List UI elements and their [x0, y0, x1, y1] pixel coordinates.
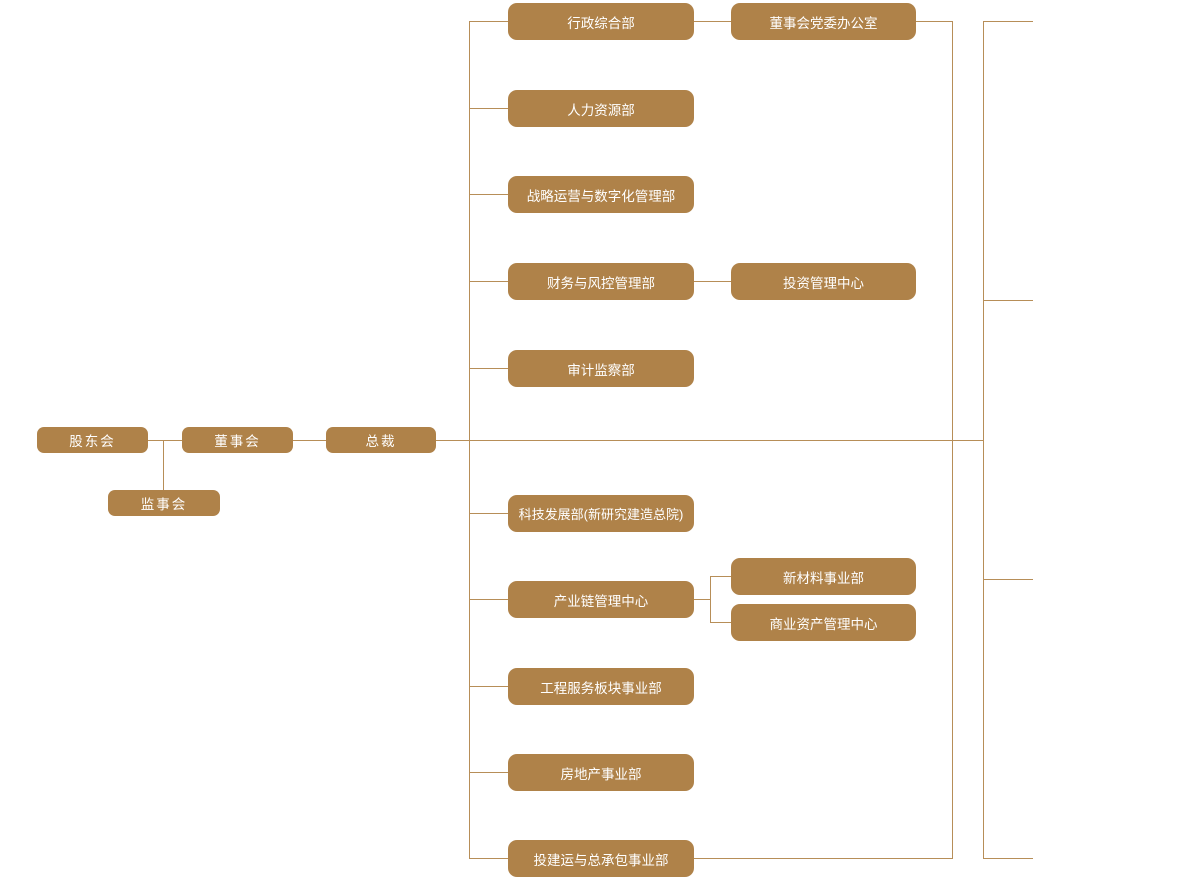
node-industry-chain-center[interactable]: 产业链管理中心	[508, 581, 694, 618]
connector-line	[710, 622, 731, 623]
connector-line	[469, 194, 508, 195]
connector-line	[469, 368, 508, 369]
connector-line	[694, 21, 731, 22]
node-shareholders[interactable]: 股东会	[37, 427, 148, 453]
connector-line	[694, 858, 952, 859]
connector-line	[469, 108, 508, 109]
node-human-resources[interactable]: 人力资源部	[508, 90, 694, 127]
connector-line	[469, 686, 508, 687]
connector-stub-cutoff	[983, 579, 1033, 580]
connector-spine	[469, 21, 470, 859]
connector-line	[469, 599, 508, 600]
node-tech-development[interactable]: 科技发展部(新研究建造总院)	[508, 495, 694, 532]
connector-line	[148, 440, 182, 441]
node-board-party-office[interactable]: 董事会党委办公室	[731, 3, 916, 40]
node-supervisory-board[interactable]: 监事会	[108, 490, 220, 516]
connector-line	[710, 576, 731, 577]
connector-stub-cutoff	[983, 21, 1033, 22]
connector-bus-right	[983, 21, 984, 859]
node-audit-supervision[interactable]: 审计监察部	[508, 350, 694, 387]
node-admin-general[interactable]: 行政综合部	[508, 3, 694, 40]
connector-line	[436, 440, 983, 441]
node-invest-build-epc[interactable]: 投建运与总承包事业部	[508, 840, 694, 877]
node-new-materials[interactable]: 新材料事业部	[731, 558, 916, 595]
connector-bracket	[710, 576, 711, 623]
connector-line	[469, 21, 508, 22]
connector-line	[694, 599, 711, 600]
connector-line	[916, 21, 952, 22]
connector-line	[469, 772, 508, 773]
node-finance-risk[interactable]: 财务与风控管理部	[508, 263, 694, 300]
connector-line	[469, 513, 508, 514]
connector-stub-cutoff	[983, 300, 1033, 301]
connector-stub-cutoff	[983, 858, 1033, 859]
connector-line	[163, 440, 164, 490]
connector-bus-left	[952, 21, 953, 859]
connector-line	[293, 440, 326, 441]
connector-line	[469, 858, 508, 859]
node-board-of-directors[interactable]: 董事会	[182, 427, 293, 453]
node-investment-center[interactable]: 投资管理中心	[731, 263, 916, 300]
connector-line	[694, 281, 731, 282]
connector-line	[469, 281, 508, 282]
node-commercial-assets[interactable]: 商业资产管理中心	[731, 604, 916, 641]
node-engineering-services[interactable]: 工程服务板块事业部	[508, 668, 694, 705]
node-real-estate[interactable]: 房地产事业部	[508, 754, 694, 791]
node-president[interactable]: 总裁	[326, 427, 436, 453]
node-strategy-digital[interactable]: 战略运营与数字化管理部	[508, 176, 694, 213]
